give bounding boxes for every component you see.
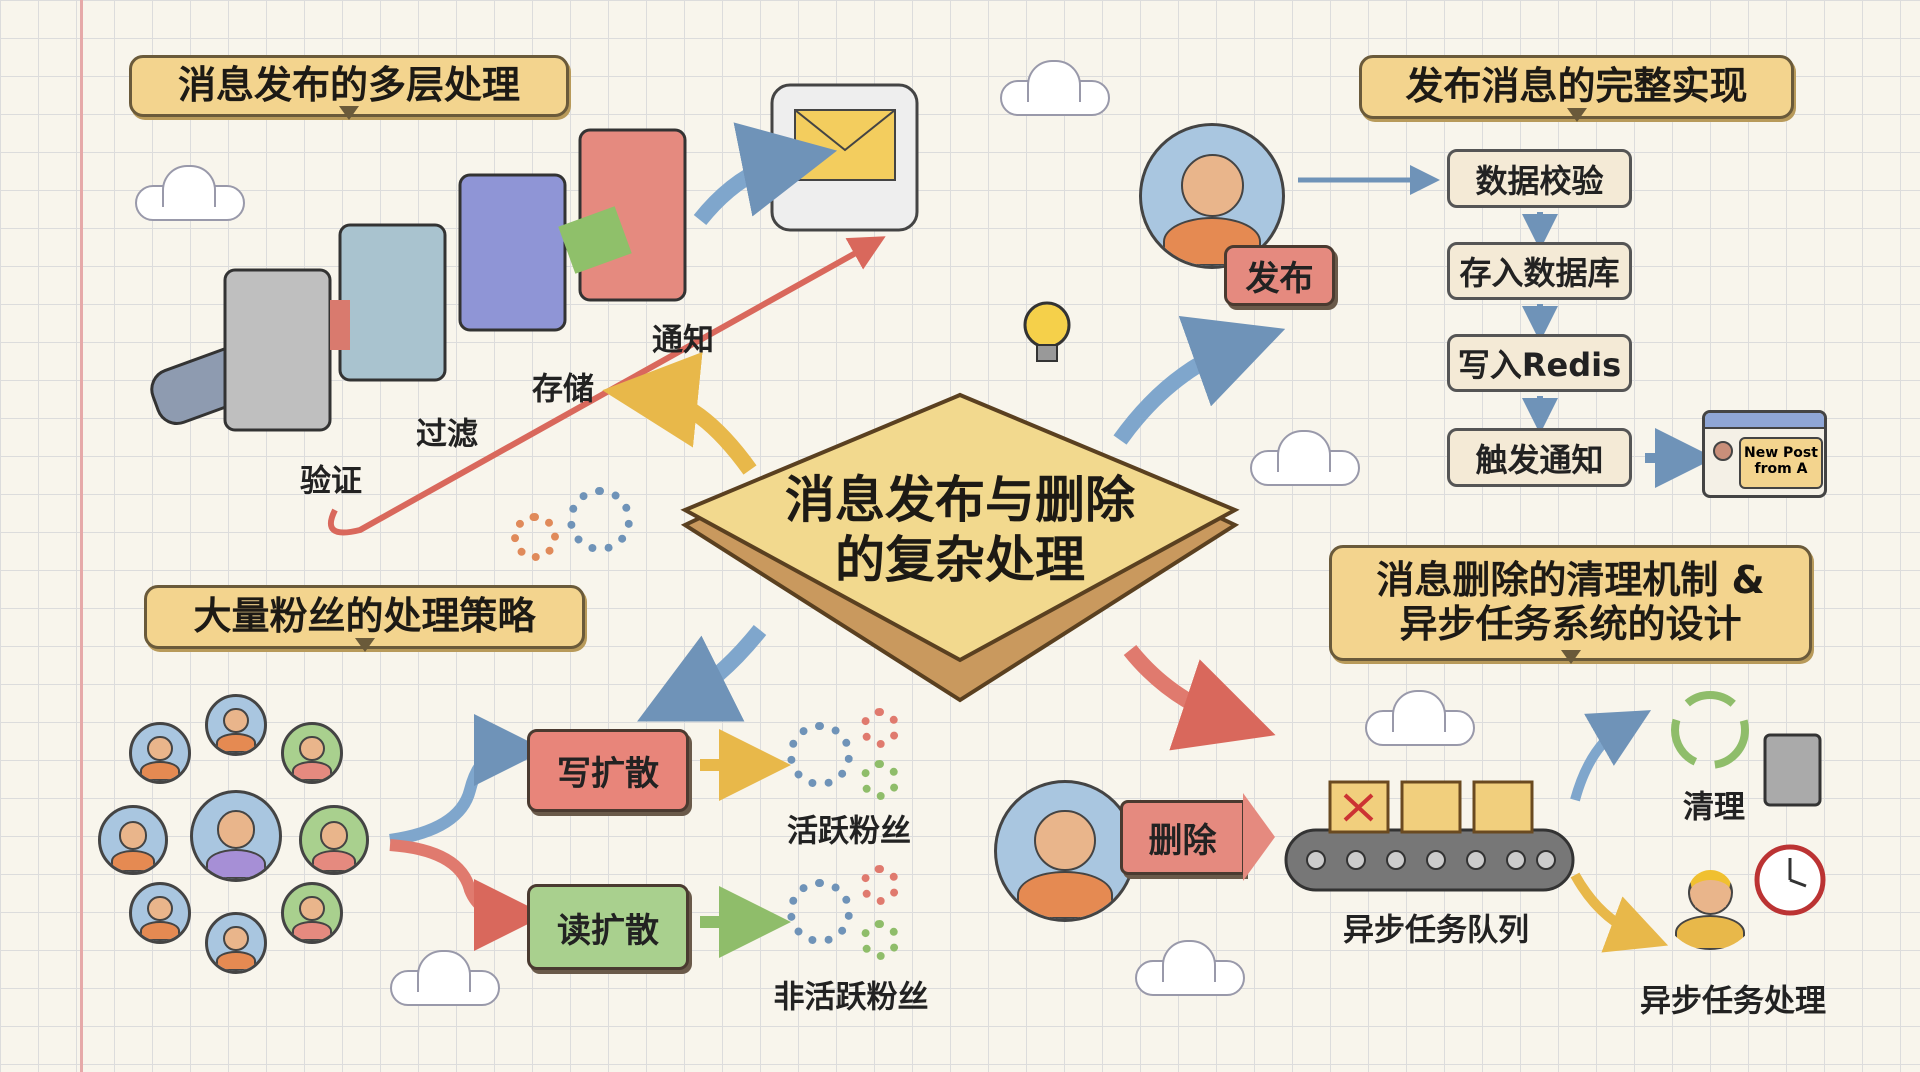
center-title-line2: 的复杂处理 <box>835 531 1085 589</box>
avatar <box>129 722 191 784</box>
cloud-icon <box>135 165 245 221</box>
avatar <box>281 722 343 784</box>
gear-icon <box>860 920 900 960</box>
cloud-icon <box>1135 940 1245 996</box>
avatar <box>994 780 1136 922</box>
flow-step: 存入数据库 <box>1447 242 1632 300</box>
recycle-icon <box>1671 691 1749 769</box>
gear-icon <box>511 513 559 561</box>
label-cleanup: 清理 <box>1683 789 1745 826</box>
label-inactive-fans: 非活跃粉丝 <box>773 979 929 1016</box>
avatar <box>98 805 168 875</box>
center-title-line1: 消息发布与删除 <box>785 471 1135 529</box>
pull-fanout-box: 读扩散 <box>527 884 689 970</box>
gear-icon <box>787 879 853 945</box>
label-async-worker: 异步任务处理 <box>1640 983 1826 1020</box>
delete-button[interactable]: 删除 <box>1120 800 1245 875</box>
notification-line1: New Post <box>1744 445 1818 461</box>
cloud-icon <box>1000 60 1110 116</box>
flow-step: 触发通知 <box>1447 428 1632 487</box>
section-title-fans: 大量粉丝的处理策略 <box>144 585 585 649</box>
section-title-delete-line2: 异步任务系统的设计 <box>1399 602 1742 646</box>
notification-line2: from A <box>1754 461 1808 478</box>
avatar <box>1713 441 1733 461</box>
avatar <box>299 805 369 875</box>
trash-icon <box>1763 733 1822 807</box>
gear-icon <box>860 865 900 905</box>
avatar <box>129 882 191 944</box>
notification-toast: New Post from A <box>1739 437 1823 489</box>
section-title-delete: 消息删除的清理机制 & 异步任务系统的设计 <box>1329 545 1812 661</box>
cloud-icon <box>1365 690 1475 746</box>
section-title-full-impl: 发布消息的完整实现 <box>1359 55 1794 119</box>
cloud-icon <box>390 950 500 1006</box>
label-active-fans: 活跃粉丝 <box>787 813 911 850</box>
avatar <box>190 790 282 882</box>
pipeline-label-store: 存储 <box>532 371 594 408</box>
gear-icon <box>860 708 900 748</box>
flow-step: 写入Redis <box>1447 334 1632 392</box>
pipeline-label-verify: 验证 <box>300 463 362 500</box>
notification-window: New Post from A <box>1702 410 1827 498</box>
section-title-delete-line1: 消息删除的清理机制 & <box>1376 558 1765 603</box>
worker-avatar <box>1660 850 1760 950</box>
push-fanout-box: 写扩散 <box>527 729 689 812</box>
label-async-queue: 异步任务队列 <box>1343 912 1529 949</box>
lightbulb-icon <box>1023 301 1071 349</box>
gear-icon <box>567 487 633 553</box>
pipeline-label-filter: 过滤 <box>416 416 478 453</box>
publish-button[interactable]: 发布 <box>1224 245 1335 306</box>
section-title-multi-layer: 消息发布的多层处理 <box>129 55 569 117</box>
center-title: 消息发布与删除 的复杂处理 <box>700 470 1220 590</box>
avatar <box>205 912 267 974</box>
cloud-icon <box>1250 430 1360 486</box>
notebook-margin-line <box>80 0 83 1072</box>
flow-step: 数据校验 <box>1447 149 1632 208</box>
arrow-right-icon <box>1243 793 1275 881</box>
avatar <box>205 694 267 756</box>
pipeline-label-notify: 通知 <box>652 322 714 359</box>
avatar <box>1139 123 1285 269</box>
gear-icon <box>787 722 853 788</box>
avatar <box>281 882 343 944</box>
gear-icon <box>860 760 900 800</box>
